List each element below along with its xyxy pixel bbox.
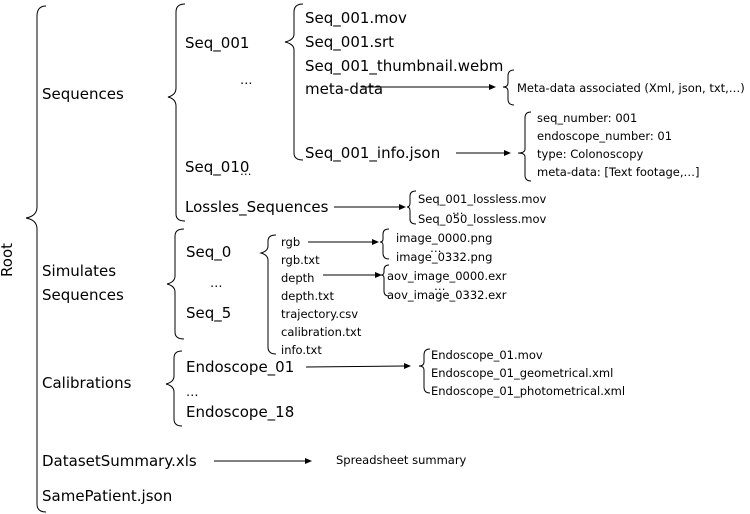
calibrations-ellipsis: … [186,384,199,399]
info-endoscope-number: endoscope_number: 01 [537,129,672,143]
sim-seq-0-label: Seq_0 [186,243,231,262]
simulated-label-line1: Simulates [42,262,116,280]
calibrations-brace [165,350,183,427]
simulated-label-line2: Sequences [42,286,124,304]
sim-file-depth-txt: depth.txt [281,289,334,303]
calibrations-label: Calibrations [42,374,132,392]
rgb-brace [379,228,390,260]
seq-001-label: Seq_001 [185,34,249,53]
endoscope-01-label: Endoscope_01 [186,358,294,377]
lossless-ellipsis: … [452,203,464,217]
info-type: type: Colonoscopy [537,147,643,161]
sim-file-calibration: calibration.txt [281,325,362,339]
depth-ellipsis: … [434,279,446,293]
lossless-arrow-head [399,204,406,210]
seq-001-mov: Seq_001.mov [305,9,407,28]
lossless-last: Seq_050_lossless.mov [418,212,546,226]
depth-brace [380,264,390,297]
sim-file-rgb-txt: rgb.txt [281,253,320,267]
seq-001-srt: Seq_001.srt [305,33,394,52]
seq-010-label: Seq_010 [185,158,249,177]
depth-first: aov_image_0000.exr [387,269,507,283]
sim-file-depth: depth [281,271,314,285]
endoscope-arrow [305,365,406,368]
rgb-arrow-head [372,239,379,245]
seq-001-thumbnail: Seq_001_thumbnail.webm [305,57,503,76]
simulated-brace [166,228,185,340]
info-json-arrow-head [504,150,511,156]
lossless-first: Seq_001_lossless.mov [418,192,546,206]
root-label: Root [0,243,16,277]
seq-001-info-json: Seq_001_info.json [305,144,440,163]
rgb-first: image_0000.png [396,231,492,245]
lossless-brace [406,190,417,225]
endoscope-arrow-head [404,363,411,369]
endoscope-18-label: Endoscope_18 [186,403,294,422]
sequences-label: Sequences [42,85,124,103]
meta-data-description: Meta-data associated (Xml, json, txt,…) [517,81,745,95]
seq-001-brace [284,3,304,161]
sim-seq-5-label: Seq_5 [186,304,231,323]
sim-seq-0-brace [259,234,277,355]
dataset-summary-label: DatasetSummary.xls [42,452,197,470]
depth-last: aov_image_0332.exr [387,288,507,302]
info-json-brace [517,111,532,182]
endoscope-file-mov: Endoscope_01.mov [431,348,543,362]
same-patient-label: SamePatient.json [42,487,172,505]
summary-description: Spreadsheet summary [336,453,467,467]
rgb-last: image_0332.png [396,250,492,264]
ellipsis-sequences-2b: … [240,164,252,178]
rgb-ellipsis: … [430,241,442,255]
lossless-sequences-label: Lossles_Sequences [185,198,329,217]
sequences-brace [167,3,186,222]
meta-data-arrow-head [489,84,496,90]
sim-file-trajectory: trajectory.csv [281,307,358,321]
ellipsis-sequences-1: … [240,72,253,87]
sim-file-info: info.txt [281,343,322,357]
info-meta-data: meta-data: [Text footage,…] [537,165,700,179]
info-seq-number: seq_number: 001 [537,111,637,125]
root-brace [25,5,47,513]
sim-file-rgb: rgb [281,235,300,249]
meta-data-brace [502,69,515,106]
endoscope-file-geometrical: Endoscope_01_geometrical.xml [431,366,613,380]
endoscope-file-photometrical: Endoscope_01_photometrical.xml [431,384,625,398]
sim-ellipsis: … [210,275,223,290]
endoscope-brace [418,348,431,394]
summary-arrow-head [305,458,312,464]
meta-data-label: meta-data [305,80,383,98]
depth-arrow-head [375,272,382,278]
